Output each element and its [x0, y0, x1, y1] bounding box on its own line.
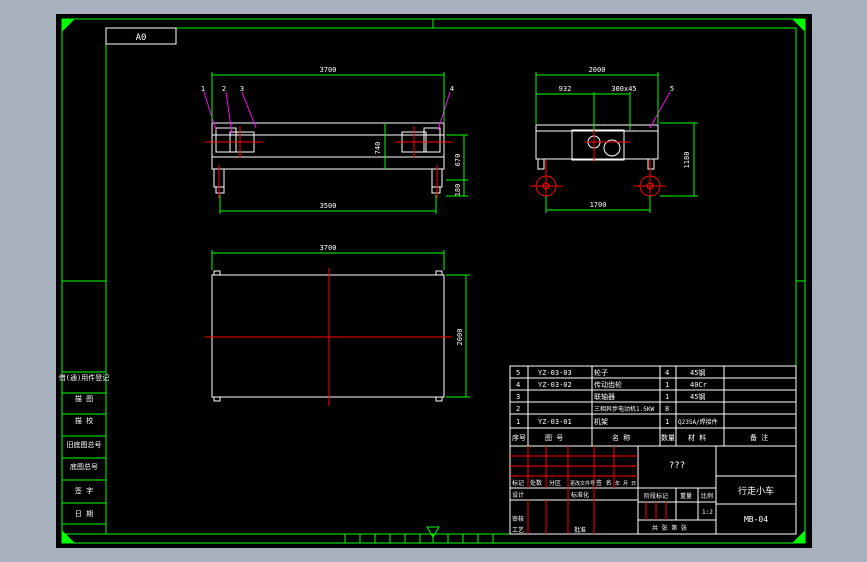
- scale-label: 比例: [701, 492, 713, 500]
- dim-side-top-length: 3700: [320, 66, 337, 74]
- rev-label: 年 月 日: [615, 480, 636, 487]
- sidebar-labels: 借(通)用件登记 描 图 描 校 旧底图总号 底图总号 签 字 日 期: [59, 373, 109, 518]
- approve-label: 批准: [574, 526, 586, 534]
- bom-table: [509, 365, 797, 447]
- sidebar-label: 描 校: [75, 416, 93, 425]
- balloon-3: 3: [240, 85, 244, 93]
- bom-code: YZ-03-02: [538, 381, 572, 389]
- standardize-label: 标准化: [571, 491, 589, 499]
- bom-qty: 8: [665, 405, 669, 413]
- bom-material: 45钢: [690, 368, 705, 377]
- rev-label: 标记: [512, 479, 524, 487]
- bom-name: 机架: [594, 417, 608, 426]
- rev-label: 签 名: [596, 479, 612, 487]
- part-name: 行走小车: [738, 485, 774, 497]
- balloon-4: 4: [450, 85, 454, 93]
- bom-qty: 1: [665, 381, 669, 389]
- dim-end-wheel-gauge: 1700: [590, 201, 607, 209]
- bom-seq: 3: [516, 393, 520, 401]
- revision-grid: [510, 446, 667, 534]
- dim-end-offset-1: 932: [559, 85, 572, 93]
- dim-side-height-2: 670: [454, 154, 462, 167]
- bom-code: YZ-03-01: [538, 418, 572, 426]
- title-block: [509, 445, 797, 535]
- dim-side-height-1: 740: [374, 142, 382, 155]
- side-view: 3700 3500 740 670 180 1 2 3 4: [201, 66, 468, 214]
- sidebar-label: 签 字: [75, 486, 93, 495]
- rev-label: 处数: [530, 479, 542, 487]
- size-label: A0: [136, 33, 147, 43]
- top-view: 3700 2000: [205, 244, 470, 406]
- review-label: 审核: [512, 515, 524, 523]
- dim-side-bottom-length: 3500: [320, 202, 337, 210]
- balloon-2: 2: [222, 85, 226, 93]
- stage-mark-label: 阶段标记: [644, 492, 668, 500]
- bom-header-qty: 数量: [661, 433, 675, 442]
- bom-seq: 4: [516, 381, 520, 389]
- weight-label: 重量: [680, 492, 692, 500]
- rev-label: 分区: [549, 479, 561, 487]
- bom-header-code: 图 号: [545, 434, 563, 442]
- dim-side-height-3: 180: [454, 184, 462, 197]
- end-view: 2000 932 300x45 1700 1180 5: [530, 66, 698, 213]
- bom-material: Q235A/焊接件: [678, 418, 718, 426]
- bom-header-note: 备 注: [750, 433, 768, 442]
- sheet-info: 共 张 第 张: [652, 524, 687, 532]
- balloon-1: 1: [201, 85, 205, 93]
- bom-seq: 5: [516, 369, 520, 377]
- dim-end-offset-2: 300x45: [611, 85, 636, 93]
- design-label: 设计: [512, 491, 524, 499]
- sidebar-label: 描 图: [75, 394, 93, 403]
- drawing-sheet: [56, 14, 812, 548]
- bom-header-seq: 序号: [512, 433, 526, 442]
- bom-rows: 5 YZ-03-03 轮子 4 45钢 4 YZ-03-02 传动齿轮 1 40…: [512, 368, 768, 442]
- bom-qty: 1: [665, 393, 669, 401]
- title-block-text: 标记 处数 分区 更改文件号 签 名 年 月 日 设计 标准化 审核 工艺 批准…: [512, 479, 713, 534]
- bom-material: 45钢: [690, 392, 705, 401]
- balloon-5: 5: [670, 85, 674, 93]
- dim-top-width: 2000: [456, 329, 464, 346]
- bom-name: 联轴器: [594, 392, 615, 401]
- sheet-border: [61, 18, 806, 544]
- sidebar-table: [61, 371, 107, 535]
- sidebar-label: 旧底图总号: [67, 440, 102, 449]
- bom-code: YZ-03-03: [538, 369, 572, 377]
- bom-material: 40Cr: [690, 381, 707, 389]
- bom-name: 三相异步电动机1.5KW: [594, 405, 654, 413]
- bom-name: 传动齿轮: [594, 380, 622, 389]
- bom-seq: 2: [516, 405, 520, 413]
- bom-header-name: 名 称: [612, 433, 630, 442]
- title-placeholder: ???: [669, 461, 685, 471]
- dim-top-length: 3700: [320, 244, 337, 252]
- drawing-number: MB-04: [744, 515, 768, 524]
- sidebar-label: 借(通)用件登记: [59, 373, 109, 382]
- size-label-box: [105, 27, 177, 45]
- rev-label: 更改文件号: [570, 480, 595, 487]
- dim-end-height: 1180: [683, 152, 691, 169]
- bom-name: 轮子: [594, 368, 608, 377]
- sidebar-label: 底图总号: [70, 462, 98, 471]
- sidebar-label: 日 期: [75, 510, 93, 518]
- bom-header-material: 材 料: [688, 433, 706, 442]
- dim-end-width: 2000: [589, 66, 606, 74]
- bom-qty: 4: [665, 369, 669, 377]
- process-label: 工艺: [512, 526, 524, 534]
- scale-value: 1:2: [702, 509, 713, 516]
- bom-qty: 1: [665, 418, 669, 426]
- bom-seq: 1: [516, 418, 520, 426]
